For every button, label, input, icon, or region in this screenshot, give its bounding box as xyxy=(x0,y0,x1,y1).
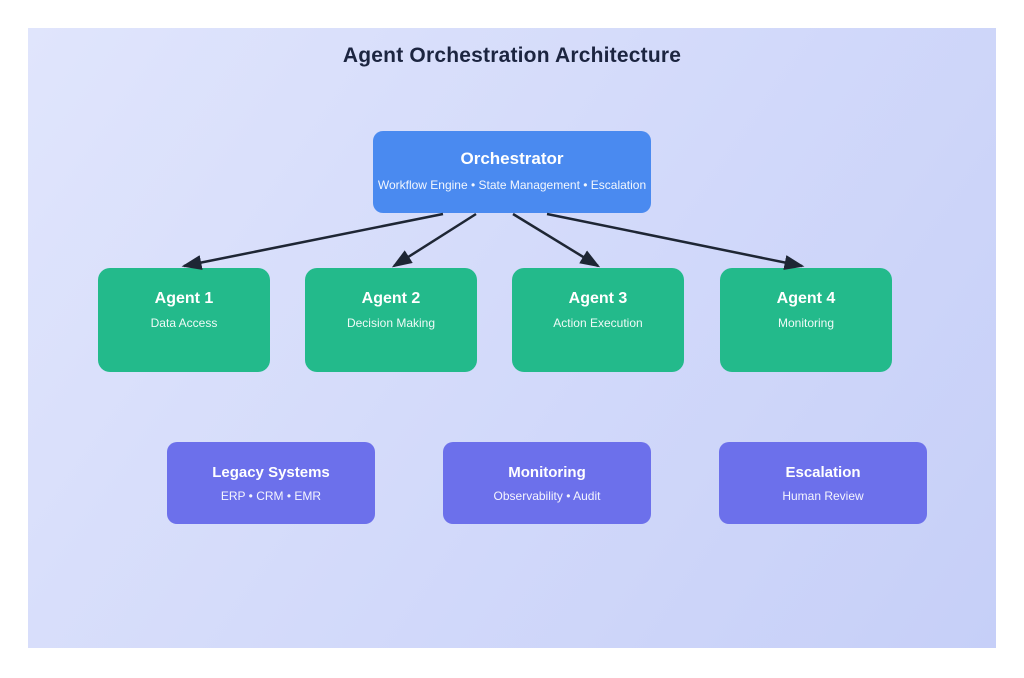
orchestrator-title: Orchestrator xyxy=(460,149,564,168)
escalation-node[interactable]: Escalation Human Review xyxy=(719,442,927,524)
orchestrator-subtitle: Workflow Engine • State Management • Esc… xyxy=(377,178,647,192)
monitoring-subtitle: Observability • Audit xyxy=(493,489,601,503)
agent-3-subtitle: Action Execution xyxy=(553,316,643,330)
agent-3-title: Agent 3 xyxy=(568,290,628,307)
agent-2-subtitle: Decision Making xyxy=(346,316,436,330)
legacy-systems-subtitle: ERP • CRM • EMR xyxy=(220,489,322,503)
agent-2-title: Agent 2 xyxy=(361,290,421,307)
agent-1-title: Agent 1 xyxy=(154,290,214,307)
agent-1-node[interactable]: Agent 1 Data Access xyxy=(98,268,270,372)
agent-4-subtitle: Monitoring xyxy=(777,316,835,330)
escalation-subtitle: Human Review xyxy=(782,489,864,503)
legacy-systems-node[interactable]: Legacy Systems ERP • CRM • EMR xyxy=(167,442,375,524)
escalation-title: Escalation xyxy=(785,464,861,481)
monitoring-title: Monitoring xyxy=(508,464,586,481)
legacy-systems-title: Legacy Systems xyxy=(212,464,330,481)
agent-1-subtitle: Data Access xyxy=(150,316,218,330)
monitoring-node[interactable]: Monitoring Observability • Audit xyxy=(443,442,651,524)
orchestrator-node[interactable]: Orchestrator Workflow Engine • State Man… xyxy=(373,131,651,213)
agent-3-node[interactable]: Agent 3 Action Execution xyxy=(512,268,684,372)
diagram-title: Agent Orchestration Architecture xyxy=(342,44,682,67)
agent-2-node[interactable]: Agent 2 Decision Making xyxy=(305,268,477,372)
agent-4-title: Agent 4 xyxy=(776,290,836,307)
agent-4-node[interactable]: Agent 4 Monitoring xyxy=(720,268,892,372)
